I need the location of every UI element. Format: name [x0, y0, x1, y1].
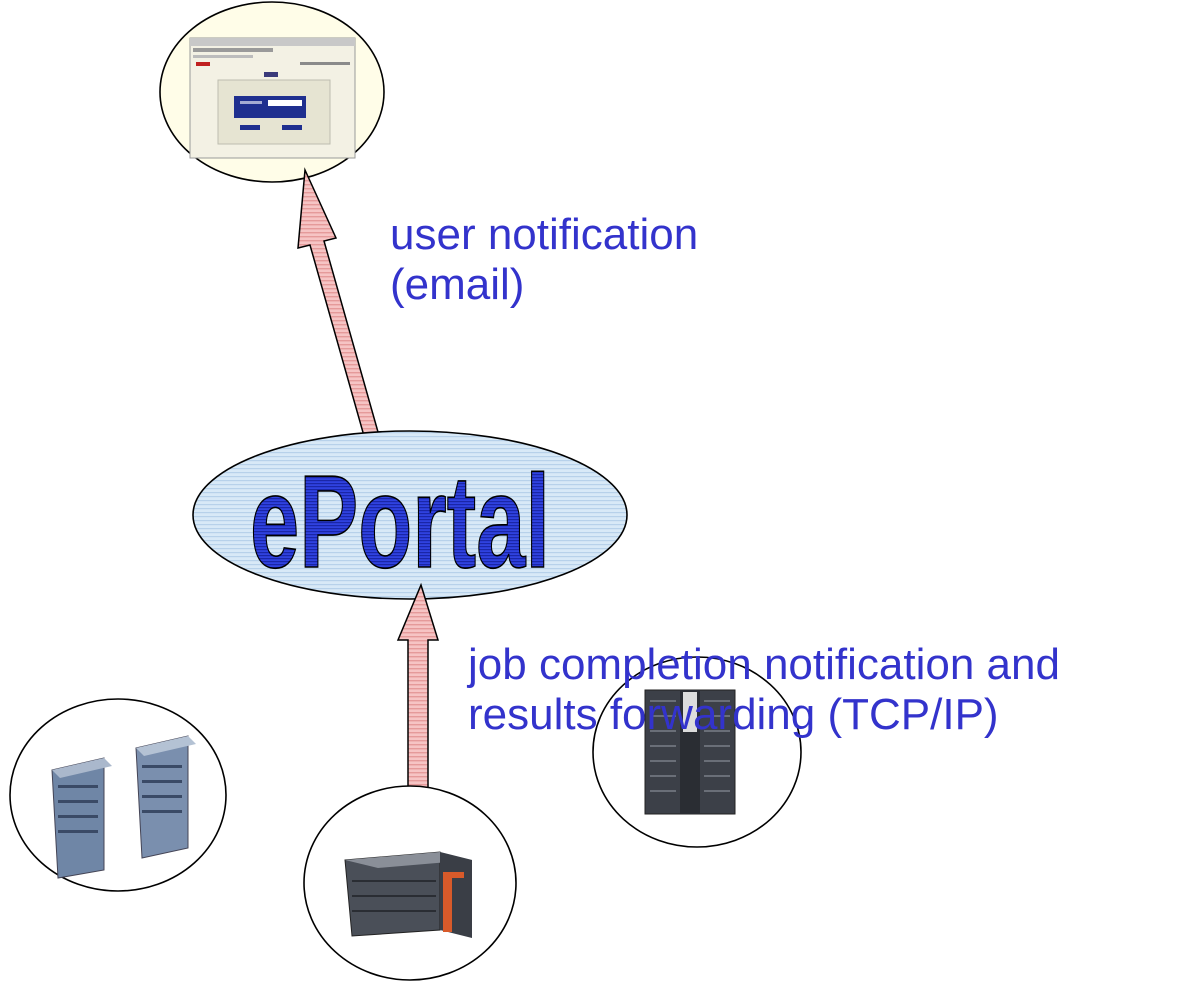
job-completion-arrow: [396, 582, 440, 807]
bottom-node-3: [592, 656, 802, 848]
user-notification-line2: (email): [390, 260, 525, 309]
user-notification-label: user notification (email): [390, 210, 698, 310]
mainframe-server-icon: [344, 851, 472, 938]
job-completion-line1: job completion notification and: [468, 640, 1060, 689]
user-notification-arrow: [297, 167, 379, 437]
bottom-node-1: [9, 698, 227, 892]
bottom-node-2: [303, 785, 517, 981]
rack-server-icon: [644, 689, 736, 815]
job-completion-line2: results forwarding (TCP/IP): [468, 690, 999, 739]
tower-servers-icon: [51, 735, 196, 879]
job-completion-label: job completion notification and results …: [468, 640, 1060, 740]
eportal-label: ePortal: [250, 448, 550, 595]
web-browser-window-icon: [189, 37, 356, 159]
top-node: [159, 1, 385, 183]
eportal-node: ePortal: [192, 430, 628, 600]
user-notification-line1: user notification: [390, 210, 699, 259]
